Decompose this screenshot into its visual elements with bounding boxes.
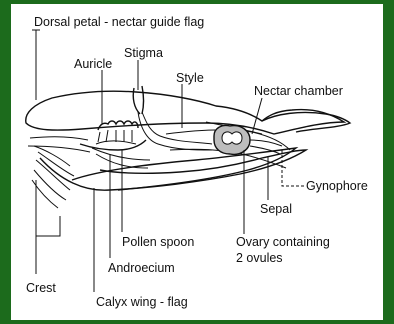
stigma-head: [133, 86, 143, 114]
androecium-bundle: [92, 148, 150, 168]
pollen-spoon: [80, 140, 146, 150]
auricle-anthers: [96, 121, 138, 144]
labels: Dorsal petal - nectar guide flag Auricle…: [26, 15, 368, 309]
label-ovary-line1: Ovary containing: [236, 235, 330, 249]
label-style: Style: [176, 71, 204, 85]
ovary: [214, 125, 250, 154]
label-gynophore: Gynophore: [306, 179, 368, 193]
label-crest: Crest: [26, 281, 56, 295]
label-dorsal-petal: Dorsal petal - nectar guide flag: [34, 15, 204, 29]
label-androecium: Androecium: [108, 261, 175, 275]
label-auricle: Auricle: [74, 57, 112, 71]
label-calyx-wing: Calyx wing - flag: [96, 295, 188, 309]
label-sepal: Sepal: [260, 202, 292, 216]
label-pollen-spoon: Pollen spoon: [122, 235, 194, 249]
label-nectar-chamber: Nectar chamber: [254, 84, 343, 98]
label-ovary-line2: 2 ovules: [236, 251, 283, 265]
label-stigma: Stigma: [124, 46, 163, 60]
flower-drawing: [26, 86, 350, 208]
crest-fringe: [32, 146, 74, 208]
